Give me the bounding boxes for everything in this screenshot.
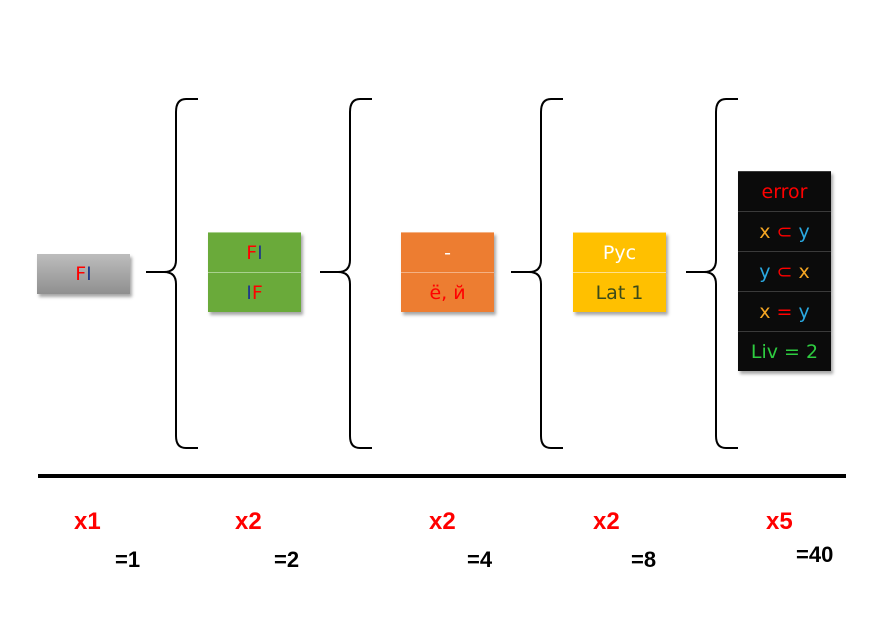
- curly-bracket-2: [337, 98, 372, 449]
- multiplier-4: x2: [593, 508, 620, 535]
- multiplier-3: x2: [429, 508, 456, 535]
- curly-bracket-1: [163, 98, 198, 449]
- level2-row1-text: -: [444, 241, 451, 264]
- level2-row2-text: ё, й: [429, 281, 466, 304]
- curly-bracket-3: [528, 98, 563, 449]
- level4-box-liv: Liv = 2: [738, 331, 831, 371]
- level1-row2-letter-a: I: [246, 281, 252, 304]
- level4-subset1-y: y: [798, 220, 810, 243]
- level4-equal-x: x: [759, 300, 771, 323]
- level4-subset2-op: ⊂: [776, 260, 793, 283]
- level3-box-row2: Lat 1: [573, 272, 666, 312]
- level4-box-subset2: y ⊂ x: [738, 251, 831, 291]
- level4-box-error: error: [738, 171, 831, 211]
- level3-box-row1: Рус: [573, 232, 666, 272]
- level3-row2-text: Lat 1: [595, 281, 644, 304]
- level4-equal-op: =: [776, 300, 793, 323]
- level4-subset2-x: y: [759, 260, 771, 283]
- level3-row1-text: Рус: [602, 241, 637, 264]
- level4-subset2-y: x: [798, 260, 810, 283]
- level4-error-text: error: [761, 180, 808, 203]
- multiplier-1: x1: [74, 508, 101, 535]
- result-1: =1: [115, 547, 141, 572]
- level1-row1-letter-a: F: [246, 241, 258, 264]
- level2-box-row1: -: [401, 232, 494, 272]
- multiplier-2: x2: [235, 508, 262, 535]
- multiplier-5: x5: [766, 508, 793, 535]
- result-2: =2: [274, 547, 300, 572]
- result-3: =4: [467, 547, 493, 572]
- level0-letter-b: I: [86, 263, 92, 285]
- curly-bracket-4: [703, 98, 738, 449]
- level4-liv-text: Liv = 2: [750, 340, 819, 363]
- level4-box-equal: x = y: [738, 291, 831, 331]
- level0-letter-a: F: [75, 263, 87, 285]
- result-4: =8: [631, 547, 657, 572]
- level1-row1-letter-b: I: [257, 241, 263, 264]
- level4-box-subset1: x ⊂ y: [738, 211, 831, 251]
- result-5: =40: [796, 542, 834, 567]
- level4-equal-y: y: [798, 300, 810, 323]
- level2-box-row2: ё, й: [401, 272, 494, 312]
- level1-row2-letter-b: F: [251, 281, 263, 304]
- level4-subset1-x: x: [759, 220, 771, 243]
- level4-subset1-op: ⊂: [776, 220, 793, 243]
